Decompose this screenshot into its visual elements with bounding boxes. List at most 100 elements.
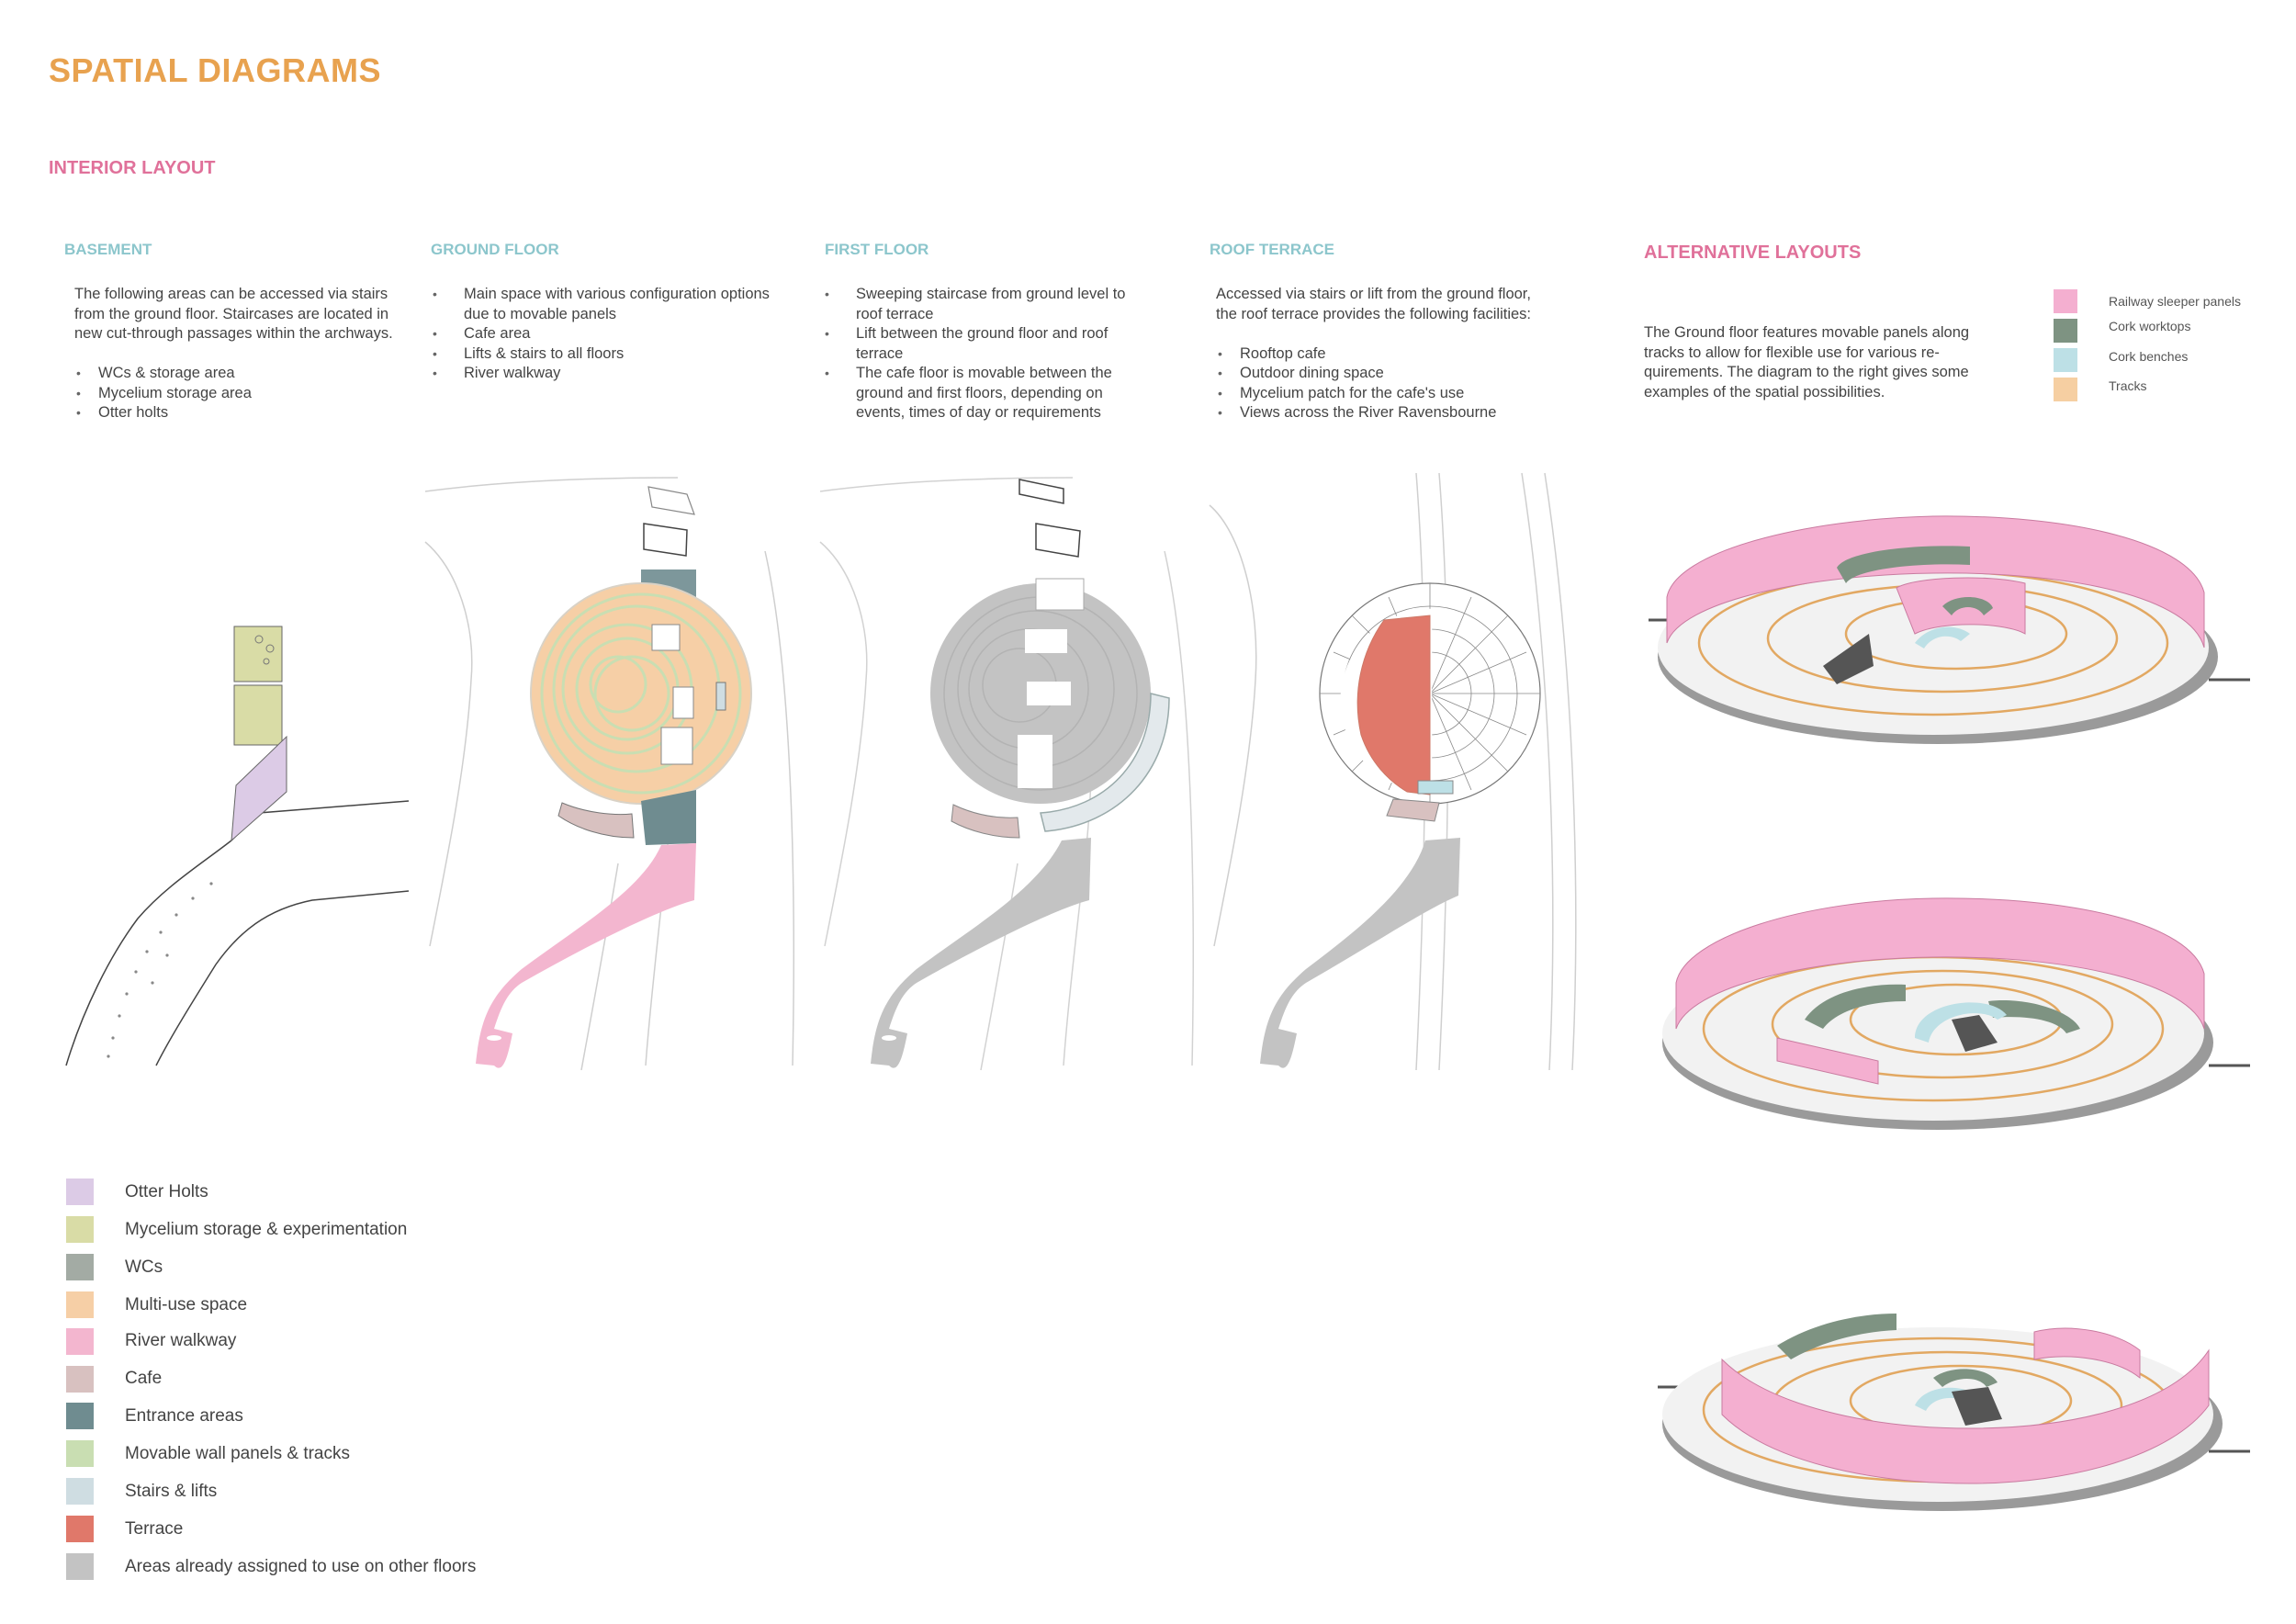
ground-item: River walkway bbox=[431, 364, 771, 384]
roof-item: Views across the River Ravensbourne bbox=[1216, 403, 1547, 423]
ground-north-block bbox=[647, 486, 695, 515]
alt2-cork-bench bbox=[1915, 1002, 2007, 1043]
legend-swatch-cafe bbox=[66, 1366, 94, 1393]
alt3-inner-panels bbox=[2033, 1327, 2141, 1380]
key-swatch-tracks bbox=[2054, 378, 2077, 401]
first-item: Lift between the ground floor and roof t… bbox=[823, 324, 1154, 364]
alt1-inner-worktop bbox=[1942, 597, 1993, 615]
first-walkway bbox=[871, 838, 1091, 1068]
legend-label: Movable wall panels & tracks bbox=[125, 1444, 350, 1463]
legend-label: Cafe bbox=[125, 1369, 163, 1388]
roof-walkway bbox=[1260, 838, 1460, 1068]
ground-lift-3 bbox=[660, 727, 693, 765]
alt3-void bbox=[1952, 1387, 2002, 1426]
alt2-cork-worktop bbox=[1805, 984, 1906, 1029]
alt1-cork-bench bbox=[1915, 626, 1970, 648]
basement-plan bbox=[65, 626, 410, 1066]
legend-label: Otter Holts bbox=[125, 1182, 208, 1201]
basement-intro: The following areas can be accessed via … bbox=[74, 286, 393, 342]
key-label: Cork worktops bbox=[2109, 319, 2191, 333]
movable-tracks bbox=[540, 592, 742, 795]
roof-item: Rooftop cafe bbox=[1216, 344, 1547, 365]
roof-terrace-plan bbox=[1209, 472, 1577, 1071]
first-cafe bbox=[951, 804, 1020, 839]
legend-swatch-otter-holts bbox=[66, 1179, 94, 1205]
first-context-lines bbox=[819, 477, 1194, 1071]
legend: Otter Holts Mycelium storage & experimen… bbox=[66, 1179, 617, 1592]
river-walkway bbox=[476, 843, 696, 1068]
legend-swatch-movable-panels bbox=[66, 1440, 94, 1467]
legend-swatch-other-floors bbox=[66, 1553, 94, 1580]
ground-stairs bbox=[715, 682, 726, 711]
alt3-outer-panels bbox=[1721, 1348, 2210, 1484]
legend-label: Entrance areas bbox=[125, 1406, 243, 1426]
alt1-void bbox=[1823, 634, 1874, 684]
roof-item: Mycelium patch for the cafe's use bbox=[1216, 384, 1547, 404]
ground-lift-1 bbox=[651, 624, 681, 651]
alt1-cork-worktop bbox=[1837, 546, 1970, 583]
first-void-4 bbox=[1035, 578, 1085, 611]
alt2-cork-worktop-2 bbox=[1988, 1000, 2080, 1033]
ground-outer-wall bbox=[530, 582, 752, 805]
ground-floor-plan bbox=[424, 477, 794, 1071]
alt-layout-2 bbox=[1662, 897, 2250, 1130]
legend-swatch-river-walkway bbox=[66, 1328, 94, 1355]
alternative-layouts-text: The Ground floor features movable panels… bbox=[1644, 324, 1970, 400]
first-void-2 bbox=[1027, 682, 1071, 705]
basement-path-dots bbox=[107, 882, 213, 1058]
basement-item: Otter holts bbox=[74, 403, 414, 423]
roof-stairs bbox=[1417, 780, 1454, 795]
first-floor-description: Sweeping staircase from ground level to … bbox=[823, 285, 1154, 423]
sweeping-staircase bbox=[1040, 693, 1170, 832]
wc-fittings bbox=[254, 635, 275, 665]
basement-item: WCs & storage area bbox=[74, 364, 414, 384]
legend-swatch-entrance bbox=[66, 1403, 94, 1429]
alternative-layouts-heading: ALTERNATIVE LAYOUTS bbox=[1644, 242, 1862, 263]
alternative-key: Railway sleeper panels Cork worktops Cor… bbox=[2054, 289, 2292, 401]
first-item: Sweeping staircase from ground level to … bbox=[823, 285, 1154, 324]
first-walkway-stones bbox=[882, 969, 968, 1041]
walkway-stones bbox=[487, 953, 598, 1041]
ground-lift-2 bbox=[672, 686, 694, 719]
key-label: Cork benches bbox=[2109, 349, 2189, 364]
ground-floor-heading: GROUND FLOOR bbox=[431, 241, 559, 258]
ground-entrance-block bbox=[643, 523, 688, 557]
roof-terrace-heading: ROOF TERRACE bbox=[1210, 241, 1334, 258]
basement-description: The following areas can be accessed via … bbox=[74, 285, 414, 423]
otter-holts-area bbox=[231, 735, 287, 842]
legend-label: WCs bbox=[125, 1257, 163, 1277]
mycelium-storage-1 bbox=[233, 626, 283, 682]
cafe-area bbox=[557, 802, 635, 839]
key-swatch-cork-benches bbox=[2054, 348, 2077, 372]
legend-label: Terrace bbox=[125, 1519, 184, 1539]
ground-item: Cafe area bbox=[431, 324, 771, 344]
key-label: Railway sleeper panels bbox=[2109, 294, 2241, 309]
alt-layout-1 bbox=[1649, 515, 2250, 744]
ground-item: Main space with various configuration op… bbox=[431, 285, 771, 324]
legend-swatch-multi-use bbox=[66, 1291, 94, 1318]
legend-label: River walkway bbox=[125, 1331, 237, 1350]
legend-swatch-terrace bbox=[66, 1516, 94, 1542]
legend-label: Multi-use space bbox=[125, 1295, 248, 1314]
legend-label: Areas already assigned to use on other f… bbox=[125, 1557, 477, 1576]
first-item: The cafe floor is movable between the gr… bbox=[823, 364, 1154, 423]
basement-outline bbox=[65, 800, 410, 1066]
roof-intro: Accessed via stairs or lift from the gro… bbox=[1216, 286, 1532, 322]
legend-swatch-wcs bbox=[66, 1254, 94, 1280]
legend-swatch-stairs-lifts bbox=[66, 1478, 94, 1505]
roof-terrace-description: Accessed via stairs or lift from the gro… bbox=[1216, 285, 1547, 423]
alt3-inner-worktop bbox=[1933, 1369, 1998, 1387]
ground-floor-description: Main space with various configuration op… bbox=[431, 285, 771, 384]
page-title: SPATIAL DIAGRAMS bbox=[49, 51, 382, 89]
legend-label: Stairs & lifts bbox=[125, 1482, 218, 1501]
key-label: Tracks bbox=[2109, 378, 2147, 393]
basement-item: Mycelium storage area bbox=[74, 384, 414, 404]
first-north-block bbox=[1019, 479, 1064, 504]
legend-swatch-mycelium bbox=[66, 1216, 94, 1243]
legend-label: Mycelium storage & experimentation bbox=[125, 1220, 408, 1239]
alt1-outer-panels bbox=[1666, 515, 2205, 648]
key-swatch-cork-worktops bbox=[2054, 319, 2077, 343]
entrance-area-south bbox=[641, 790, 696, 845]
alt2-front-panels bbox=[1776, 1037, 1879, 1085]
alt2-void bbox=[1952, 1015, 1998, 1052]
